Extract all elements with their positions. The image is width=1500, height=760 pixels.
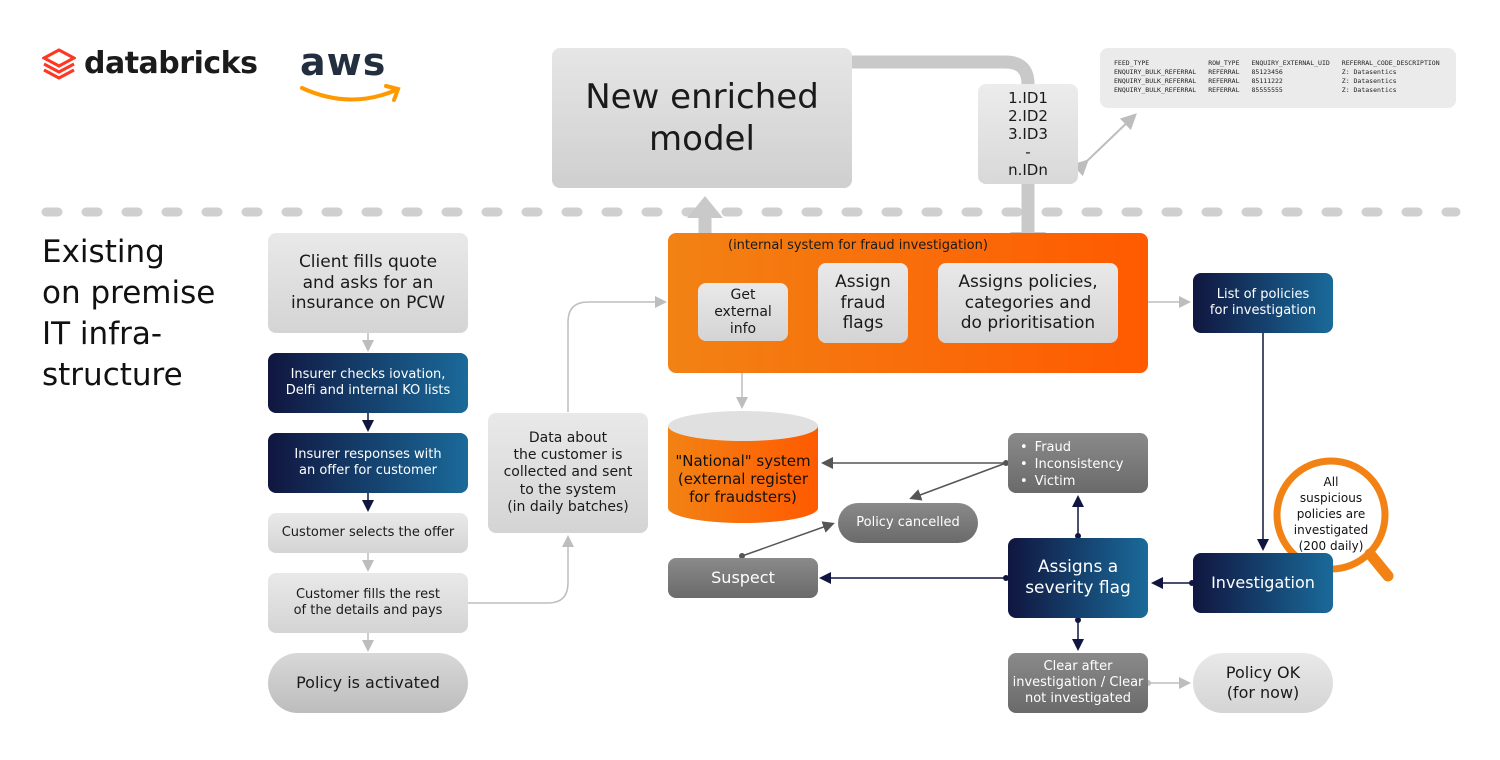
customer-selects-box: Customer selects the offer — [268, 513, 468, 553]
fraud-system-title: (internal system for fraud investigation… — [728, 238, 988, 253]
databricks-layers-icon — [42, 47, 76, 80]
customer-fills-box: Customer fills the rest of the details a… — [268, 573, 468, 633]
investigation-note: All suspicious policies are investigated… — [1293, 475, 1369, 553]
get-external-info-box: Get external info — [698, 283, 788, 341]
insurer-checks-box: Insurer checks iovation, Delfi and inter… — [268, 353, 468, 413]
id-item: 1.ID1 — [1008, 89, 1048, 107]
list-item: Victim — [1020, 473, 1148, 490]
policy-ok-box: Policy OK (for now) — [1193, 653, 1333, 713]
databricks-logo: databricks — [42, 46, 258, 81]
fraud-types-box: Fraud Inconsistency Victim — [1008, 433, 1148, 493]
policy-activated-box: Policy is activated — [268, 653, 468, 713]
national-system-label: "National" system (external register for… — [675, 452, 811, 506]
list-of-policies-box: List of policies for investigation — [1193, 273, 1333, 333]
list-item: Fraud — [1020, 439, 1148, 456]
table-cell: ENQUIRY_BULK_REFERRAL — [1114, 68, 1197, 76]
assign-fraud-flags-box: Assign fraud flags — [818, 263, 908, 343]
table-row: ENQUIRY_BULK_REFERRAL REFERRAL 85111222 … — [1114, 77, 1452, 86]
magnifier-icon — [1273, 457, 1394, 582]
clear-after-box: Clear after investigation / Clear not in… — [1008, 653, 1148, 713]
table-cell: REFERRAL — [1208, 77, 1240, 85]
table-cell: REFERRAL — [1208, 68, 1240, 76]
aws-wordmark: aws — [300, 40, 387, 84]
id-item: 2.ID2 — [1008, 107, 1048, 125]
table-cell: REFERRAL — [1208, 86, 1240, 94]
severity-flag-box: Assigns a severity flag — [1008, 538, 1148, 618]
table-cell: ENQUIRY_BULK_REFERRAL — [1114, 86, 1197, 94]
investigation-box: Investigation — [1193, 553, 1333, 613]
national-system-cylinder — [668, 411, 818, 523]
side-title: Existing on premise IT infra- structure — [42, 234, 216, 393]
table-cell: Z: Datasentics — [1341, 86, 1397, 94]
table-header: ENQUIRY_EXTERNAL_UID — [1251, 59, 1330, 67]
suspect-box: Suspect — [668, 558, 818, 598]
id-item: n.IDn — [1008, 161, 1048, 179]
table-row: ENQUIRY_BULK_REFERRAL REFERRAL 85123456 … — [1114, 68, 1452, 77]
table-header-row: FEED_TYPE ROW_TYPE ENQUIRY_EXTERNAL_UID … — [1114, 59, 1452, 68]
table-cell: 85123456 — [1251, 68, 1283, 76]
model-to-panel-arrow — [850, 55, 1035, 85]
id-item: - — [1025, 143, 1031, 161]
assigns-policies-box: Assigns policies, categories and do prio… — [938, 263, 1118, 343]
table-header: FEED_TYPE — [1114, 59, 1150, 67]
new-enriched-model-box: New enriched model — [552, 48, 852, 188]
table-row: ENQUIRY_BULK_REFERRAL REFERRAL 85555555 … — [1114, 86, 1452, 95]
policy-cancelled-box: Policy cancelled — [838, 503, 978, 543]
client-fills-quote-box: Client fills quote and asks for an insur… — [268, 233, 468, 333]
id-list: 1.ID1 2.ID2 3.ID3 - n.IDn — [978, 84, 1078, 184]
insurer-responds-box: Insurer responses with an offer for cust… — [268, 433, 468, 493]
data-collected-box: Data about the customer is collected and… — [488, 413, 648, 533]
aws-logo: aws — [300, 42, 404, 110]
table-cell: Z: Datasentics — [1341, 68, 1397, 76]
table-cell: Z: Datasentics — [1341, 77, 1397, 85]
table-cell: 85111222 — [1251, 77, 1283, 85]
table-cell: 85555555 — [1251, 86, 1283, 94]
id-item: 3.ID3 — [1008, 125, 1048, 143]
aws-smile-icon — [300, 84, 401, 102]
table-cell: ENQUIRY_BULK_REFERRAL — [1114, 77, 1197, 85]
table-header: ROW_TYPE — [1208, 59, 1240, 67]
list-item: Inconsistency — [1020, 456, 1148, 473]
table-header: REFERRAL_CODE_DESCRIPTION — [1341, 59, 1440, 67]
databricks-wordmark: databricks — [84, 46, 258, 81]
feed-table: FEED_TYPE ROW_TYPE ENQUIRY_EXTERNAL_UID … — [1100, 48, 1456, 108]
